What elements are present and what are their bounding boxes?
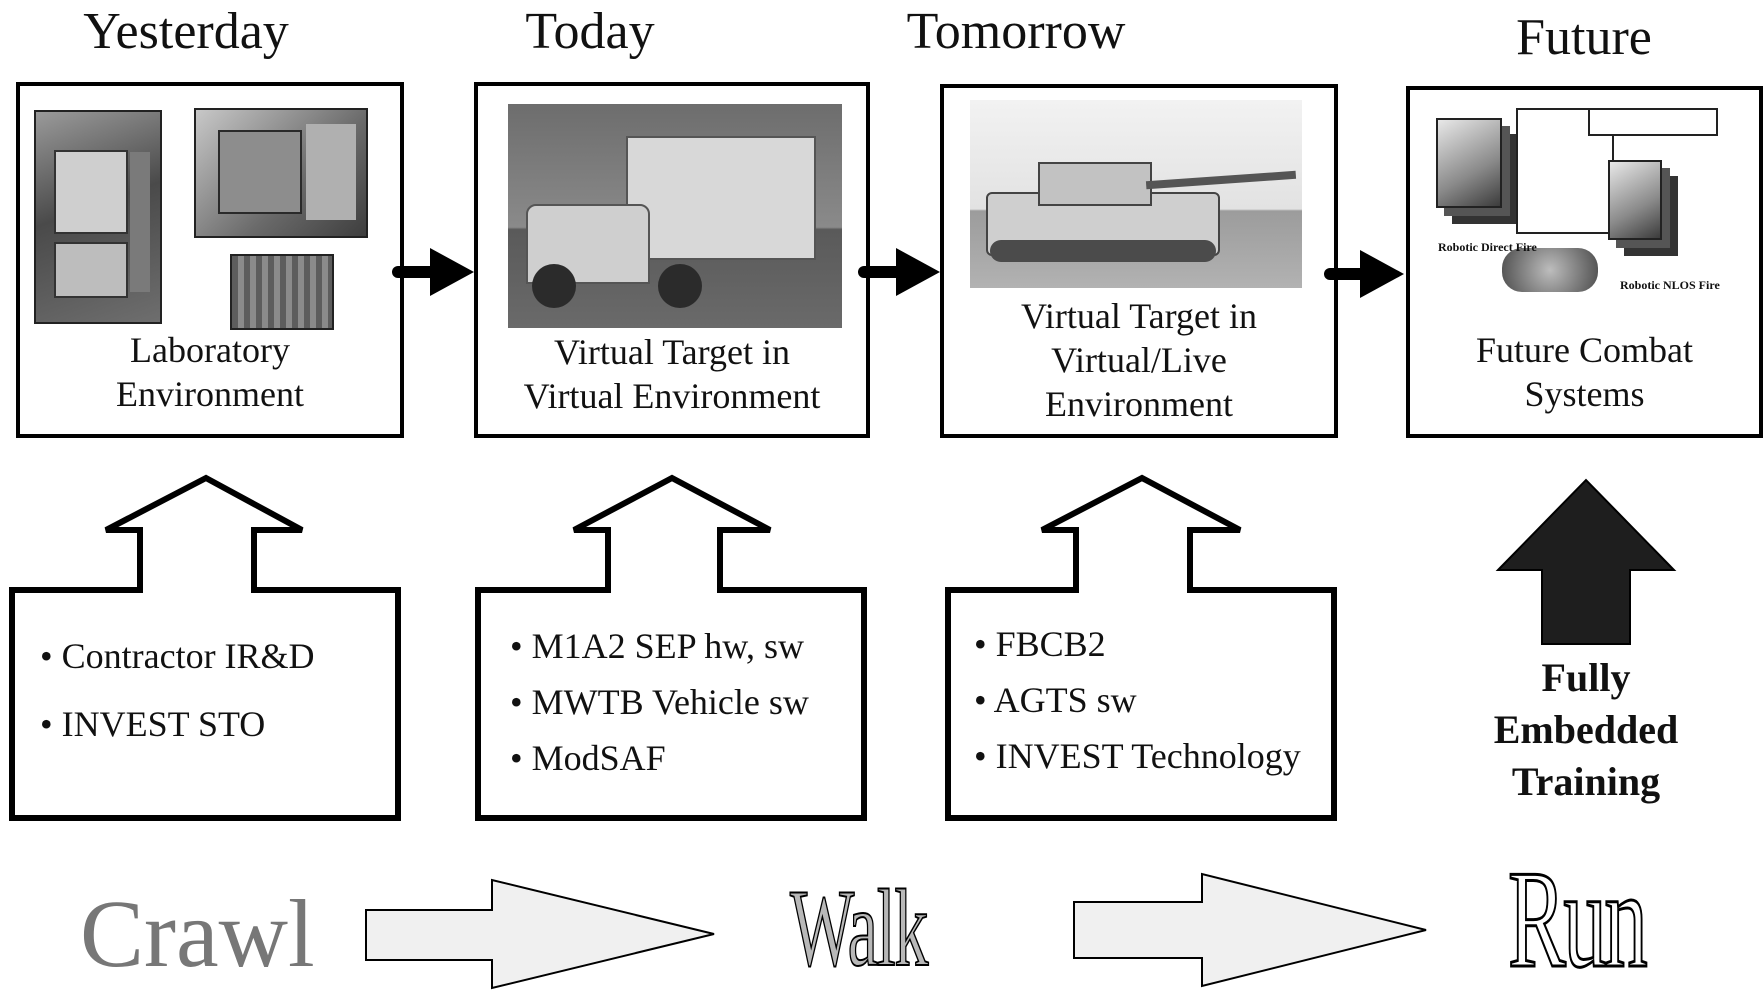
heading-tomorrow: Tomorrow [906, 3, 1126, 60]
progress-arrow-crawl-to-walk [365, 878, 715, 990]
stage-caption-tomorrow: Virtual Target in Virtual/Live Environme… [1021, 296, 1257, 424]
stage-caption-yesterday: Laboratory Environment [116, 330, 304, 414]
bullet-item: • AGTS sw [974, 680, 1137, 720]
bullets-today: • M1A2 SEP hw, sw • MWTB Vehicle sw • Mo… [510, 618, 809, 786]
up-arrow-box-today [475, 474, 867, 821]
lab-circuit-board-photo [230, 254, 334, 330]
word-crawl: Crawl [80, 880, 315, 987]
word-run: Run [1507, 842, 1649, 997]
humvee-shelter-photo [508, 104, 842, 328]
connector-arrow-3 [1324, 250, 1404, 298]
up-arrow-future [1495, 478, 1677, 645]
lab-console-photo [34, 110, 162, 324]
robotic-vehicle-image [1502, 248, 1598, 292]
up-arrow-box-tomorrow [945, 474, 1337, 821]
bullet-item: • ModSAF [510, 738, 666, 778]
heading-yesterday: Yesterday [83, 3, 289, 60]
connector-arrow-2 [858, 248, 940, 296]
inset-label-nlos-fire: Robotic NLOS Fire [1620, 278, 1720, 292]
stage-caption-today: Virtual Target in Virtual Environment [523, 332, 821, 416]
progress-arrow-walk-to-run [1073, 872, 1427, 988]
bullet-item: • FBCB2 [974, 624, 1106, 664]
heading-today: Today [525, 3, 655, 60]
inset-label-direct-fire: Robotic Direct Fire [1438, 240, 1537, 254]
blank-label-bar [1588, 108, 1718, 136]
bullet-item: • Contractor IR&D [40, 636, 315, 676]
connector-arrow-1 [392, 248, 474, 296]
stage-box-yesterday: Laboratory Environment [16, 82, 404, 438]
stage-box-tomorrow: Virtual Target in Virtual/Live Environme… [940, 84, 1338, 438]
up-arrow-box-yesterday [9, 474, 401, 821]
stage-box-future: Robotic Direct Fire Robotic NLOS Fire Fu… [1406, 86, 1763, 438]
robotic-direct-fire-image [1436, 118, 1502, 208]
stage-caption-future: Future Combat Systems [1476, 330, 1693, 414]
bullets-tomorrow: • FBCB2 • AGTS sw • INVEST Technology [974, 616, 1301, 784]
bullet-item: • INVEST STO [40, 704, 266, 744]
word-walk: Walk [789, 867, 929, 989]
future-note: Fully Embedded Training [1493, 655, 1679, 804]
tank-photo [970, 100, 1302, 288]
stage-box-today: Virtual Target in Virtual Environment [474, 82, 870, 438]
bullets-yesterday: • Contractor IR&D • INVEST STO [40, 628, 315, 752]
bullet-item: • MWTB Vehicle sw [510, 682, 809, 722]
bullet-item: • M1A2 SEP hw, sw [510, 626, 804, 666]
bullet-item: • INVEST Technology [974, 736, 1301, 776]
heading-future: Future [1516, 9, 1652, 66]
robotic-nlos-fire-image [1608, 160, 1662, 240]
lab-chassis-photo [194, 108, 368, 238]
